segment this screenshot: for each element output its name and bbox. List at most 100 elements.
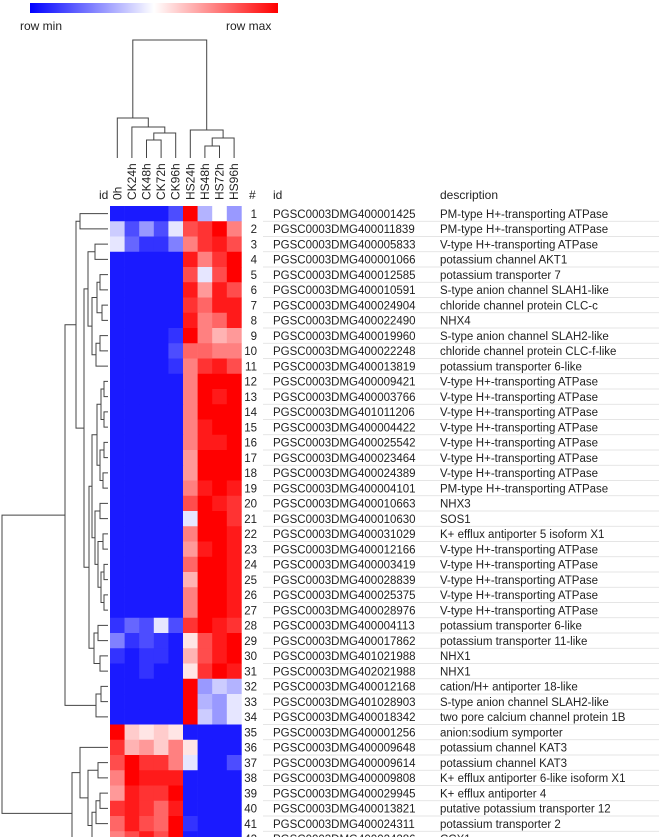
row-number: 41 [244,819,257,831]
heatmap-cell [183,328,198,344]
heatmap-cell [197,831,213,837]
row-number: 29 [244,636,257,648]
heatmap-cell [139,724,155,741]
heatmap-cell [110,556,125,573]
heatmap-cell [197,389,213,405]
heatmap-cell [168,206,184,222]
row-dendrogram [1,213,108,837]
row-dendrogram-branch [102,533,108,550]
row-dendrogram-branch [94,243,108,260]
heatmap-cell [183,267,198,283]
column-dendrogram [116,39,235,158]
heatmap-cell [226,633,242,649]
heatmap-cell [168,633,184,649]
heatmap-cell [183,709,198,725]
heatmap-cell [168,495,184,512]
heatmap-cell [197,328,213,344]
heatmap-cell [110,800,125,817]
row-description: V-type H+-transporting ATPase [440,377,598,389]
heatmap-cell [110,236,125,253]
column-label: 0h [110,187,124,200]
heatmap-cell [110,694,125,710]
row-dendrogram-branch [99,792,108,809]
row-id: PGSC0003DMG400029945 [273,788,416,800]
heatmap-cell [110,617,125,634]
heatmap-cell [153,267,169,283]
column-label: CK96h [169,163,183,200]
heatmap-cell [183,434,198,451]
row-dendrogram-branch [97,624,108,642]
row-id: PGSC0003DMG400013821 [273,804,416,816]
heatmap-cell [110,480,125,497]
heatmap-cell [153,389,169,405]
row-id: PGSC0003DMG400019960 [273,331,416,343]
heatmap-cell [153,831,169,837]
heatmap-cell [183,800,198,817]
heatmap-cell [212,709,228,725]
heatmap-cell [226,526,242,542]
heatmap-cell [124,312,140,329]
heatmap-cell [226,328,242,344]
row-id: PGSC0003DMG400009648 [273,743,416,755]
column-dendrogram-branch [146,139,162,158]
heatmap-cell [124,648,140,664]
heatmap-cell [168,617,184,634]
heatmap-cell [183,480,198,497]
heatmap-cell [212,556,228,573]
heatmap-cell [183,511,198,527]
row-number: 12 [244,377,257,389]
heatmap-cell [124,251,140,268]
heatmap-cell [153,343,169,359]
heatmap-cell [197,221,213,237]
heatmap-cell [139,236,155,253]
row-number: 22 [244,529,257,541]
heatmap-cell [226,419,242,436]
heatmap-cell [197,800,213,817]
row-number: 19 [244,483,257,495]
heatmap-cell [168,831,184,837]
heatmap-cell [153,419,169,436]
row-id: PGSC0003DMG400003419 [273,560,416,572]
row-numbers: 1234567891011121314151617181920212223242… [244,209,257,837]
heatmap-cell [212,480,228,497]
heatmap-cell [139,282,155,298]
row-number: 3 [251,239,257,251]
heatmap-cell [168,312,184,329]
header-description: description [440,188,498,202]
heatmap-cell [183,831,198,837]
row-number: 28 [244,621,257,633]
row-dendrogram-branch [71,772,80,837]
heatmap-cell [226,480,242,497]
heatmap-cell [212,465,228,481]
heatmap-cell [139,816,155,832]
row-number: 15 [244,422,257,434]
heatmap-cell [197,541,213,558]
heatmap-cell [226,236,242,253]
heatmap-cell [197,434,213,451]
heatmap-cell [212,816,228,832]
row-description: cation/H+ antiporter 18-like [440,682,578,694]
heatmap-cell [183,282,198,298]
heatmap-cell [110,358,125,375]
heatmap-cell [139,267,155,283]
heatmap-cell [139,434,155,451]
heatmap-cell [153,633,169,649]
heatmap-cell [110,633,125,649]
heatmap-cell [226,755,242,771]
heatmap-cell [153,495,169,512]
row-number: 37 [244,758,257,770]
row-number: 26 [244,590,257,602]
heatmap-cell [153,434,169,451]
heatmap-cell [110,282,125,298]
heatmap-cell [168,267,184,283]
heatmap-cell [197,770,213,786]
heatmap-cell [168,739,184,756]
heatmap-cell [153,770,169,786]
row-id: PGSC0003DMG401028903 [273,697,416,709]
heatmap-cell [197,526,213,542]
heatmap-cell [124,541,140,558]
heatmap-cell [183,206,198,222]
row-dendrogram-branch [99,274,108,291]
heatmap-cell [124,450,140,466]
